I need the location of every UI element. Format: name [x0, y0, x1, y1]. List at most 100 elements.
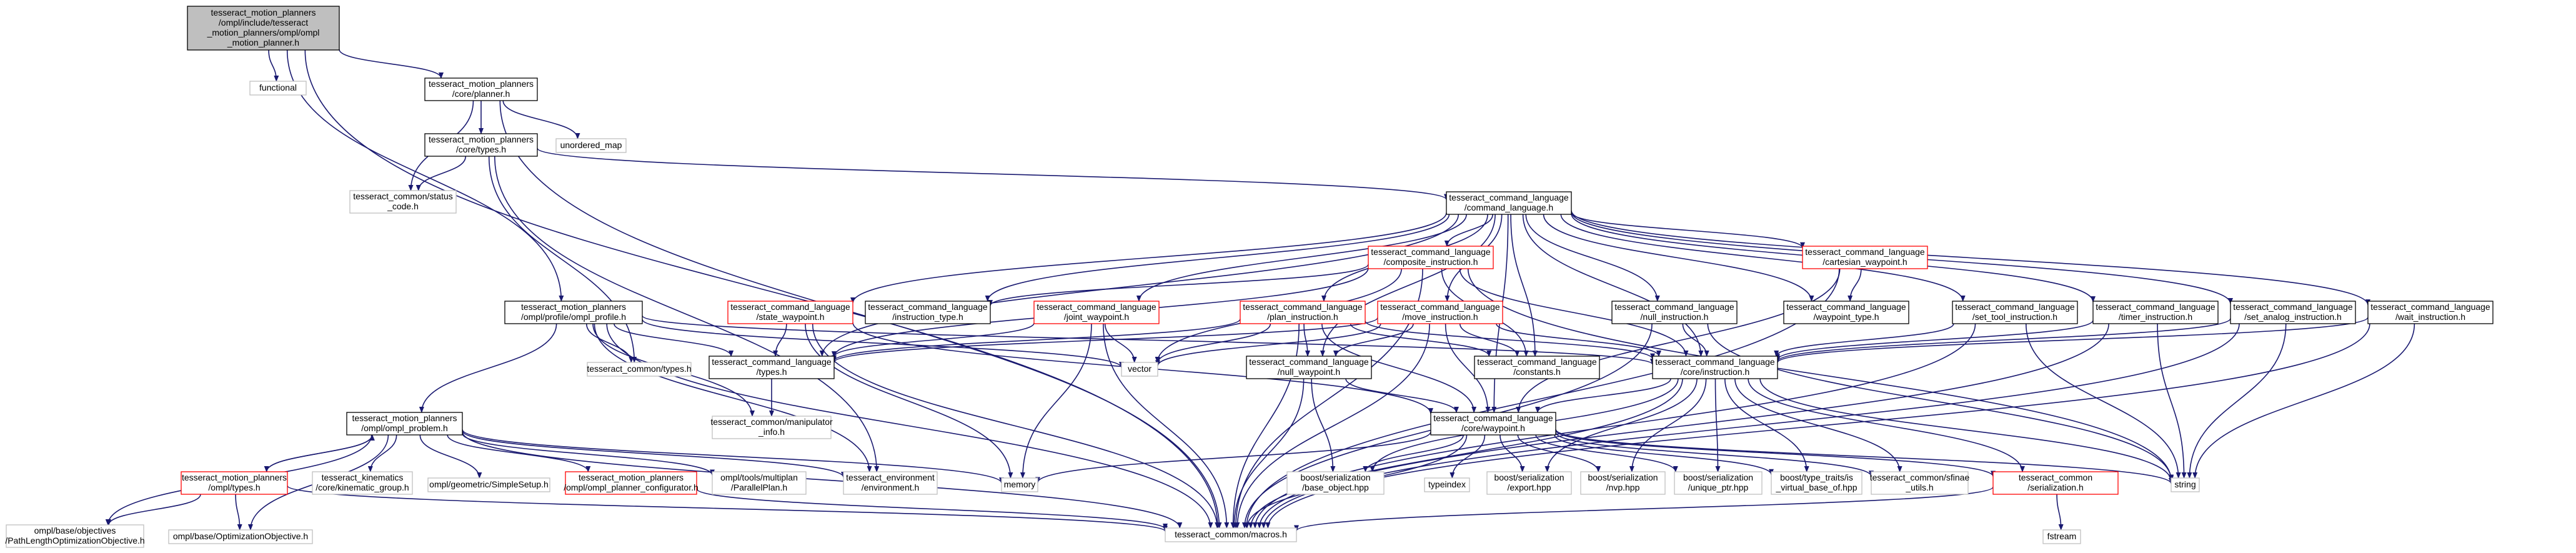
node-nvp-hpp[interactable]: boost/serialization/nvp.hpp	[1580, 471, 1666, 495]
edge-command_language-to-joint_waypoint	[1136, 214, 1467, 302]
node-ompl-problem[interactable]: tesseract_motion_planners/ompl/ompl_prob…	[346, 412, 463, 436]
node-status-code[interactable]: tesseract_common/status_code.h	[349, 190, 457, 214]
node-label-line: /plan_instruction.h	[1267, 312, 1338, 322]
node-string[interactable]: string	[2171, 477, 2200, 492]
node-common-serialization[interactable]: tesseract_common/serialization.h	[1992, 471, 2119, 495]
node-waypoint-type[interactable]: tesseract_command_language/waypoint_type…	[1783, 301, 1909, 324]
node-label-line: tesseract_motion_planners	[352, 413, 457, 423]
node-base-object[interactable]: boost/serialization/base_object.hpp	[1286, 471, 1385, 495]
node-core-planner[interactable]: tesseract_motion_planners/core/planner.h	[424, 77, 538, 101]
node-manipulator-info[interactable]: tesseract_common/manipulator_info.h	[710, 416, 833, 439]
node-box	[1377, 301, 1503, 324]
node-label-line: boost/serialization	[1300, 472, 1370, 482]
node-ompl-types[interactable]: tesseract_motion_planners/ompl/types.h	[181, 471, 288, 495]
edge-core_instruction-to-virtual_base	[1724, 378, 1809, 472]
node-null-waypoint[interactable]: tesseract_command_language/null_waypoint…	[1246, 356, 1372, 379]
node-box	[1246, 356, 1372, 379]
node-box	[346, 412, 463, 436]
node-command-language[interactable]: tesseract_command_language/command_langu…	[1446, 191, 1572, 215]
node-timer-instruction[interactable]: tesseract_command_language/timer_instruc…	[2092, 301, 2219, 324]
node-box	[1430, 412, 1556, 436]
node-label-line: boost/serialization	[1683, 472, 1753, 482]
node-null-instruction[interactable]: tesseract_command_language/null_instruct…	[1611, 301, 1738, 324]
node-sfinae-utils[interactable]: tesseract_common/sfinae_utils.h	[1870, 471, 1970, 495]
node-set-analog-instruction[interactable]: tesseract_command_language/set_analog_in…	[2230, 301, 2356, 324]
node-label-line: memory	[1004, 479, 1036, 489]
node-export-hpp[interactable]: boost/serialization/export.hpp	[1486, 471, 1572, 495]
node-cl-types[interactable]: tesseract_command_language/types.h	[709, 356, 835, 379]
edge-core_instruction-to-core_waypoint	[1535, 378, 1671, 413]
edge-command_language-to-constants	[1510, 214, 1538, 357]
node-core-instruction[interactable]: tesseract_command_language/core/instruct…	[1652, 356, 1778, 379]
edge-ompl_types-to-ompl_problem	[266, 434, 375, 472]
node-label-line: tesseract_motion_planners	[521, 302, 626, 312]
edge-ompl_problem-to-kinematic_group	[367, 434, 397, 472]
edge-null_instruction-to-string	[1707, 323, 2174, 481]
node-environment[interactable]: tesseract_environment/environment.h	[843, 471, 938, 495]
node-composite-instruction[interactable]: tesseract_command_language/composite_ins…	[1368, 246, 1494, 269]
node-label-line: /ompl/ompl_planner_configurator.h	[564, 482, 699, 492]
node-label-line: tesseract_command_language	[1433, 413, 1553, 423]
node-label-line: /PathLengthOptimizationObjective.h	[5, 536, 144, 546]
edge-core_types-to-environment	[494, 156, 880, 472]
node-kinematic-group[interactable]: tesseract_kinematics/core/kinematic_grou…	[312, 471, 413, 495]
node-joint-waypoint[interactable]: tesseract_command_language/joint_waypoin…	[1033, 301, 1160, 324]
node-move-instruction[interactable]: tesseract_command_language/move_instruct…	[1377, 301, 1503, 324]
node-cartesian-waypoint[interactable]: tesseract_command_language/cartesian_way…	[1802, 246, 1928, 269]
node-vector[interactable]: vector	[1121, 362, 1158, 377]
node-label-line: /constants.h	[1513, 367, 1561, 377]
edge-composite_instruction-to-string	[1467, 268, 2174, 482]
node-core-types[interactable]: tesseract_motion_planners/core/types.h	[424, 133, 538, 157]
edge-common_serialization-to-macros	[1294, 486, 1994, 532]
node-ompl-profile[interactable]: tesseract_motion_planners/ompl/profile/o…	[504, 301, 643, 324]
node-label-line: tesseract_command_language	[1477, 357, 1597, 367]
node-label-line: tesseract_command_language	[1614, 302, 1734, 312]
edge-move_instruction-to-constants	[1459, 323, 1520, 357]
node-set-tool-instruction[interactable]: tesseract_command_language/set_tool_inst…	[1952, 301, 2078, 324]
node-box	[843, 471, 938, 495]
node-fstream[interactable]: fstream	[2042, 529, 2081, 544]
edge-core_waypoint-to-typeindex	[1450, 434, 1486, 479]
node-unique-ptr[interactable]: boost/serialization/unique_ptr.hpp	[1674, 471, 1763, 495]
node-state-waypoint[interactable]: tesseract_command_language/state_waypoin…	[727, 301, 853, 324]
node-virtual-base[interactable]: boost/type_traits/is_virtual_base_of.hpp	[1771, 471, 1862, 495]
node-label-line: tesseract_motion_planners	[429, 79, 534, 89]
edge-move_instruction-to-core_instruction	[1496, 323, 1661, 357]
node-core-waypoint[interactable]: tesseract_command_language/core/waypoint…	[1430, 412, 1556, 436]
node-box	[1165, 527, 1297, 542]
edge-root-to-functional	[268, 49, 279, 82]
node-parallel-plan[interactable]: ompl/tools/multiplan/ParallelPlan.h	[712, 471, 807, 495]
node-typeindex[interactable]: typeindex	[1424, 477, 1470, 492]
node-path-length[interactable]: ompl/base/objectives/PathLengthOptimizat…	[5, 524, 145, 548]
edge-core_instruction-to-export_hpp	[1544, 378, 1698, 472]
node-functional[interactable]: functional	[249, 81, 307, 96]
edge-set_analog_instruction-to-core_instruction	[1775, 318, 2231, 362]
node-box	[424, 133, 538, 157]
node-common-types[interactable]: tesseract_common/types.h	[587, 362, 692, 377]
node-label-line: tesseract_command_language	[868, 302, 988, 312]
node-unordered-map[interactable]: unordered_map	[555, 138, 627, 153]
node-constants[interactable]: tesseract_command_language/constants.h	[1474, 356, 1600, 379]
node-macros[interactable]: tesseract_common/macros.h	[1165, 527, 1297, 542]
node-simple-setup[interactable]: ompl/geometric/SimpleSetup.h	[427, 477, 550, 492]
node-label-line: tesseract_command_language	[1786, 302, 1906, 312]
node-label-line: tesseract_common/manipulator	[710, 417, 833, 427]
node-wait-instruction[interactable]: tesseract_command_language/wait_instruct…	[2367, 301, 2494, 324]
node-plan-instruction[interactable]: tesseract_command_language/plan_instruct…	[1240, 301, 1366, 324]
edge-ompl_profile-to-macros	[606, 323, 1213, 529]
node-planner-configurator[interactable]: tesseract_motion_planners/ompl/ompl_plan…	[564, 471, 699, 495]
node-instruction-type[interactable]: tesseract_command_language/instruction_t…	[865, 301, 991, 324]
edge-root-to-core_planner	[339, 49, 444, 79]
node-root[interactable]: tesseract_motion_planners/ompl/include/t…	[187, 6, 340, 51]
node-memory[interactable]: memory	[1001, 477, 1038, 492]
node-box	[1802, 246, 1928, 269]
edge-joint_waypoint-to-macros	[1103, 323, 1230, 529]
edge-set_tool_instruction-to-core_instruction	[1774, 323, 1954, 357]
edge-command_language-to-composite_instruction	[1444, 214, 1493, 247]
edge-ompl_profile-to-cl_types	[614, 323, 734, 357]
node-label-line: tesseract_command_language	[1449, 192, 1569, 202]
node-label-line: /core/kinematic_group.h	[316, 482, 409, 492]
node-optimization-objective[interactable]: ompl/base/OptimizationObjective.h	[168, 529, 313, 544]
edge-core_types-to-command_language	[537, 147, 1449, 201]
node-label-line: tesseract_kinematics	[322, 472, 404, 482]
